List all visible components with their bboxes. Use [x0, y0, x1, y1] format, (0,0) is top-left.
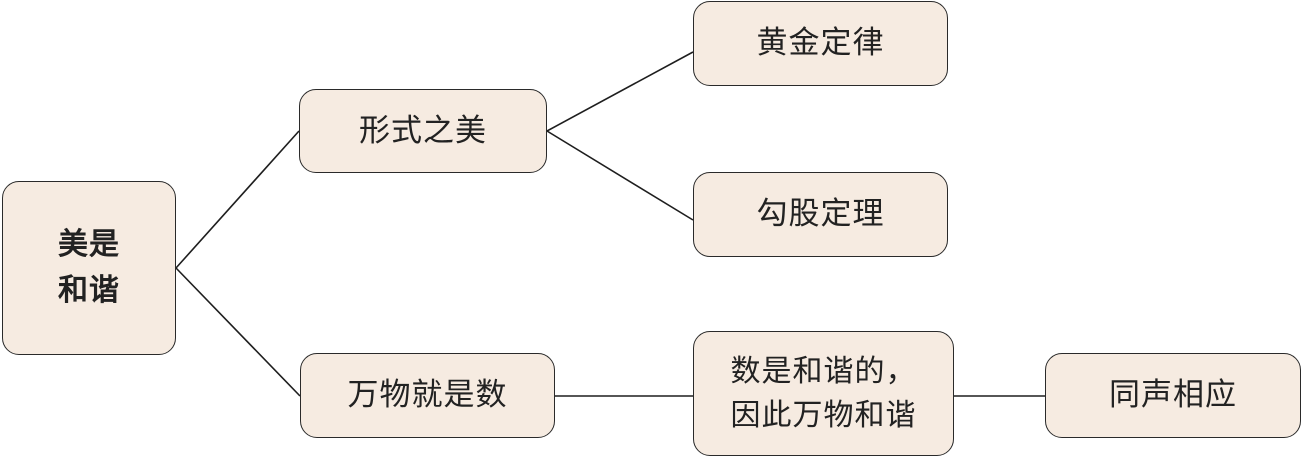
node-form-beauty: 形式之美 [299, 89, 547, 173]
edge-root-to-everything-is-number [175, 267, 301, 397]
node-sound-resonance: 同声相应 [1045, 353, 1301, 438]
node-everything-is-number-label: 万物就是数 [347, 377, 508, 414]
root-node-line-1: 美是 [58, 226, 120, 262]
root-node-line-2: 和谐 [58, 273, 120, 308]
node-pythagorean-theorem-label: 勾股定理 [756, 196, 885, 233]
edge-form-beauty-to-golden-rule [546, 51, 694, 132]
node-number-harmony-line-2: 因此万物和谐 [730, 397, 917, 433]
edge-root-to-form-beauty [175, 130, 300, 269]
node-number-harmony-line-1: 数是和谐的， [730, 354, 917, 389]
edge-form-beauty-to-pythagorean [546, 130, 694, 221]
node-pythagorean-theorem: 勾股定理 [693, 172, 948, 257]
node-form-beauty-label: 形式之美 [359, 112, 487, 149]
node-sound-resonance-label: 同声相应 [1109, 377, 1237, 414]
node-number-harmony: 数是和谐的， 因此万物和谐 [693, 331, 954, 456]
node-everything-is-number: 万物就是数 [300, 353, 555, 438]
node-golden-rule-label: 黄金定律 [756, 25, 885, 62]
node-golden-rule: 黄金定律 [693, 1, 948, 86]
root-node-beauty-is-harmony: 美是 和谐 [2, 181, 176, 355]
